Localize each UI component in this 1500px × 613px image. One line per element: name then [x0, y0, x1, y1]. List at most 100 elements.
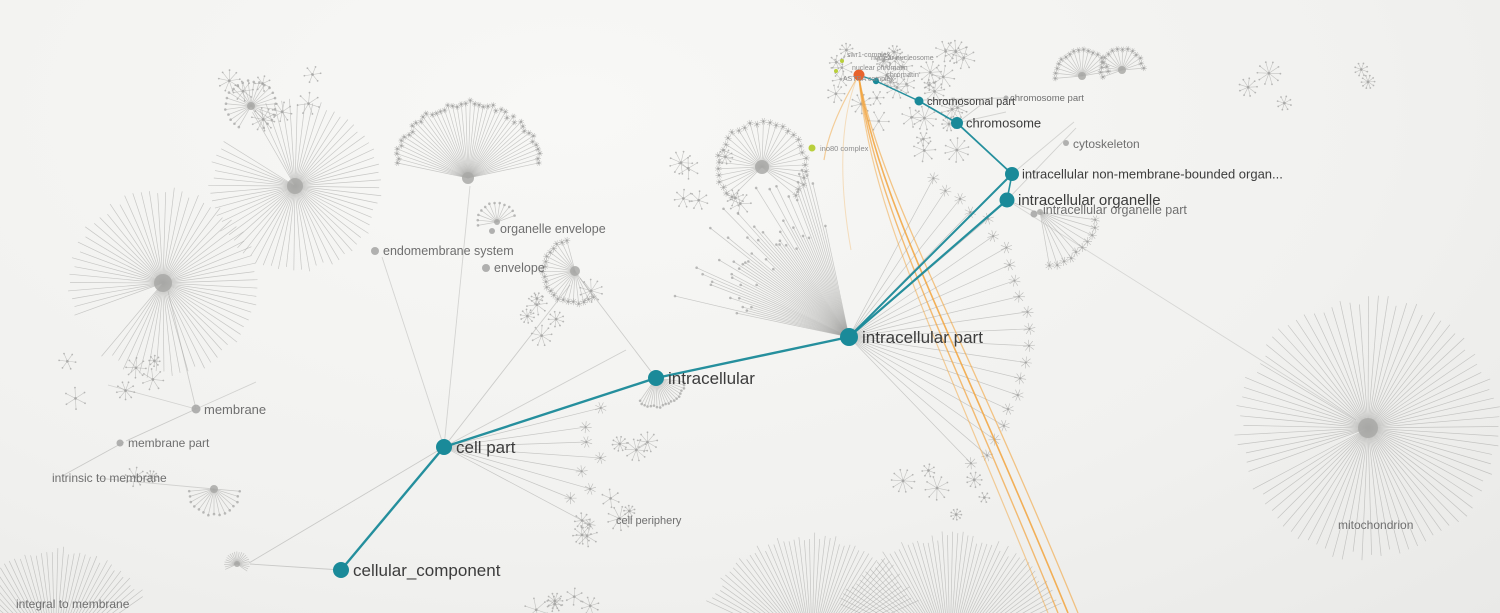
fan-spoke [443, 446, 591, 490]
fan-spoke [294, 185, 302, 270]
term-node-circle[interactable] [840, 328, 858, 346]
fan-spoke [835, 557, 873, 613]
fan-spoke [1248, 427, 1369, 472]
mini-burst-spoke [851, 103, 862, 107]
mini-burst-spoke [924, 117, 934, 126]
graph-node-chromatin_node[interactable] [872, 77, 880, 85]
fan-tip-dot [775, 184, 778, 188]
fan-tip-dot [513, 214, 516, 217]
mini-burst-tip [252, 88, 254, 91]
mini-burst-tip [608, 488, 611, 491]
mini-burst-tip [655, 446, 657, 449]
fan-spoke [467, 153, 541, 179]
mini-burst-tip [959, 67, 962, 70]
search-hit-node[interactable] [808, 144, 816, 152]
fan-spoke [838, 560, 878, 613]
fan-spoke [767, 544, 798, 613]
mini-burst-tip [903, 78, 906, 81]
graph-node-nucleosome[interactable] [853, 69, 865, 81]
graph-node-intracellular[interactable]: intracellular [648, 369, 755, 388]
mini-burst-tip [162, 379, 165, 382]
mini-burst-tip [574, 528, 576, 530]
term-node-label: intracellular part [862, 328, 983, 347]
mini-burst-tip [731, 156, 734, 159]
term-node-circle[interactable] [1005, 167, 1019, 181]
term-node-circle[interactable] [951, 117, 963, 129]
term-node-circle[interactable] [999, 192, 1015, 208]
highlighted-path-edge [918, 100, 958, 124]
graph-node-intracellular_organelle[interactable]: intracellular organelle [999, 192, 1161, 209]
term-anchor-dot[interactable] [371, 247, 379, 255]
mini-burst-tip [896, 74, 898, 76]
term-node-circle[interactable] [853, 69, 865, 81]
mini-burst-tip [928, 136, 931, 139]
fan-cluster [443, 402, 607, 531]
fan-spoke [162, 282, 165, 372]
mini-burst-tip [908, 106, 911, 109]
mini-burst-tip [851, 51, 853, 54]
mini-burst-tip [256, 128, 259, 131]
term-node-circle[interactable] [872, 77, 880, 85]
graph-node-cellular_component[interactable]: cellular_component [333, 561, 501, 580]
mini-burst-tip [156, 476, 158, 478]
fan-spoke [1022, 596, 1051, 613]
fan-spoke [69, 273, 164, 284]
asterisk-node-center [584, 425, 587, 429]
search-hit-node[interactable] [834, 69, 838, 73]
term-anchor-dot[interactable] [489, 228, 495, 234]
fan-clusters-layer [0, 46, 1500, 613]
fan-cluster [208, 98, 382, 272]
mini-burst-spoke [911, 110, 920, 118]
fan-spoke [496, 206, 510, 223]
mini-burst-tip [940, 83, 943, 86]
search-hit-node[interactable] [840, 59, 844, 63]
mini-burst-tip [578, 542, 581, 545]
fan-spoke [889, 553, 926, 613]
mini-burst-tip [943, 496, 946, 499]
graph-node-chromosomal_part[interactable]: chromosomal part [914, 96, 1016, 108]
mini-burst-tip [157, 356, 160, 359]
mini-burst-spoke [930, 71, 942, 73]
mini-burst-spoke [619, 506, 623, 519]
fan-spoke [1240, 415, 1369, 429]
fan-spoke [294, 131, 358, 187]
term-node-circle[interactable] [648, 370, 664, 386]
asterisk-node-center [1008, 263, 1011, 266]
mini-burst-tip [932, 60, 934, 63]
term-anchor-dot[interactable] [1063, 140, 1069, 146]
mini-burst-center [682, 197, 685, 200]
mini-burst-spoke [841, 62, 852, 68]
fan-spoke [467, 162, 539, 179]
graph-node-intracellular_nmb_organelle[interactable]: intracellular non-membrane-bounded organ… [1005, 167, 1283, 182]
fan-spoke [848, 336, 1026, 363]
graph-node-cell_part[interactable]: cell part [436, 438, 516, 457]
mini-burst-spoke [691, 193, 699, 201]
term-anchor-dot[interactable] [116, 439, 124, 447]
term-anchor-dot[interactable] [1003, 95, 1009, 101]
mini-burst-tip [935, 118, 937, 121]
graph-node-chromosome[interactable]: chromosome [951, 116, 1041, 131]
mini-burst-spoke [586, 535, 597, 542]
asterisk-node-center [730, 131, 733, 134]
mini-burst-tip [974, 471, 977, 474]
mini-burst-spoke [740, 203, 748, 212]
fan-spoke [162, 207, 211, 284]
mini-burst-center [134, 366, 138, 370]
fan-tip-dot [212, 512, 216, 516]
fan-spoke [214, 185, 296, 209]
fan-spoke [233, 185, 296, 241]
term-node-circle[interactable] [436, 439, 452, 455]
term-anchor-dot[interactable] [191, 404, 201, 414]
mini-burst-tip [1363, 74, 1365, 77]
term-node-circle[interactable] [914, 96, 924, 106]
fan-spoke [1039, 211, 1083, 248]
term-anchor-dot[interactable] [1030, 210, 1038, 218]
term-node-circle[interactable] [333, 562, 349, 578]
fan-tip-dot [747, 260, 750, 263]
term-label: cell periphery [616, 515, 682, 527]
mini-burst-tip [613, 506, 616, 509]
graph-node-intracellular_part[interactable]: intracellular part [840, 328, 983, 347]
term-anchor-dot[interactable] [482, 264, 490, 272]
